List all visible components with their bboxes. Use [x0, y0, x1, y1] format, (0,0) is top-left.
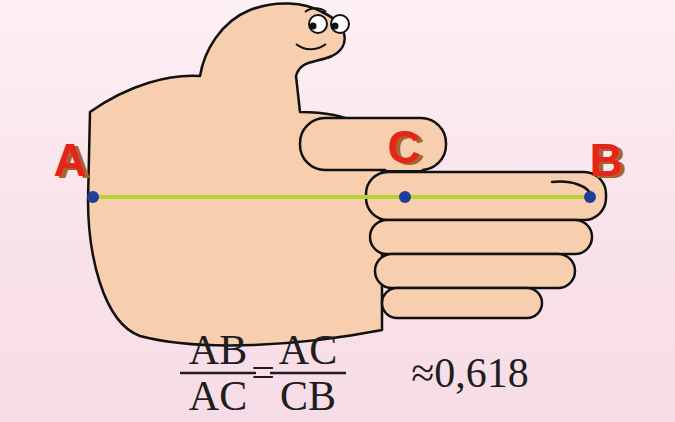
pupil: [310, 23, 317, 30]
formula-value: ≈0,618: [411, 352, 529, 394]
fraction-bar: [180, 372, 256, 375]
formula-sign: =: [251, 351, 275, 393]
finger: [370, 220, 592, 254]
point-label: A: [53, 137, 86, 183]
eye: [331, 15, 349, 33]
point-label: B: [589, 137, 622, 183]
eye: [309, 15, 327, 33]
finger: [382, 288, 542, 318]
formula-term: CB: [280, 375, 336, 417]
point-b: [584, 191, 596, 203]
bent-finger: [300, 118, 446, 170]
point-c: [399, 191, 411, 203]
pupil: [332, 23, 339, 30]
segment-ab: [93, 195, 590, 199]
palm-and-thumb: [88, 3, 382, 345]
point-a: [87, 191, 99, 203]
formula-term: AC: [189, 375, 247, 417]
fraction-bar: [270, 372, 346, 375]
formula-term: AC: [279, 329, 337, 371]
mouth: [296, 44, 326, 49]
point-label: C: [385, 124, 422, 170]
thumb-face: [296, 8, 349, 49]
finger: [375, 254, 575, 288]
eyebrow: [305, 8, 326, 12]
formula-term: AB: [189, 329, 247, 371]
